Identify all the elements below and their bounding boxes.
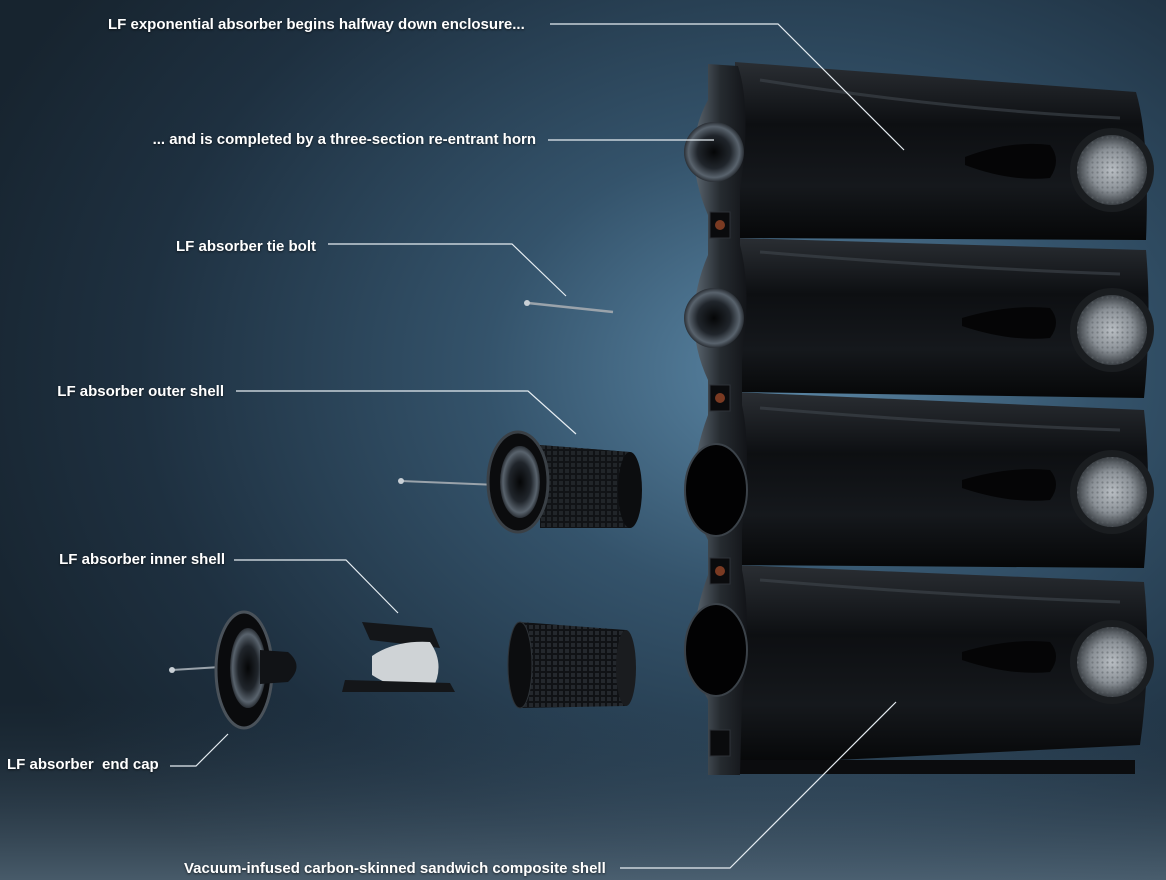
horn-mouth-2 xyxy=(684,288,744,348)
leader-line-composite-shell xyxy=(620,701,897,869)
label-inner-shell: LF absorber inner shell xyxy=(59,551,225,568)
label-outer-shell: LF absorber outer shell xyxy=(57,383,224,400)
speaker-module-1 xyxy=(735,62,1154,240)
label-exponential-absorber: LF exponential absorber begins halfway d… xyxy=(108,16,525,33)
absorber-cavity-1 xyxy=(684,443,748,537)
leader-lines xyxy=(170,23,905,869)
bass-port xyxy=(962,307,1056,339)
speaker-module-3 xyxy=(735,392,1154,568)
label-end-cap: LF absorber end cap xyxy=(7,756,159,773)
label-composite-shell: Vacuum-infused carbon-skinned sandwich c… xyxy=(184,860,606,877)
tie-bolt-part xyxy=(524,300,614,314)
leader-line-outer-shell xyxy=(236,390,577,435)
bass-port xyxy=(965,143,1056,179)
speaker-module-4 xyxy=(735,565,1154,765)
bass-port xyxy=(962,469,1056,501)
end-cap-part xyxy=(169,610,297,730)
speaker-enclosure xyxy=(684,62,1154,775)
label-tie-bolt: LF absorber tie bolt xyxy=(175,238,316,255)
enclosure-base xyxy=(720,760,1135,774)
tie-bolt-brackets xyxy=(709,211,731,757)
bass-port xyxy=(962,641,1056,673)
horn-openings xyxy=(684,122,748,697)
leader-line-inner-shell xyxy=(234,559,399,614)
leader-line-tie-bolt xyxy=(328,243,567,297)
absorber-cylinder-part xyxy=(507,621,636,709)
front-flange xyxy=(694,64,747,775)
inner-shell-part xyxy=(342,622,455,692)
label-reentrant-horn: ... and is completed by a three-section … xyxy=(152,131,536,148)
horn-mouth-1 xyxy=(684,122,744,182)
leader-line-end-cap xyxy=(170,733,229,767)
speaker-module-2 xyxy=(735,238,1154,398)
absorber-cavity-2 xyxy=(684,603,748,697)
outer-shell-part xyxy=(398,430,642,534)
leader-line-exponential-absorber xyxy=(550,23,905,151)
